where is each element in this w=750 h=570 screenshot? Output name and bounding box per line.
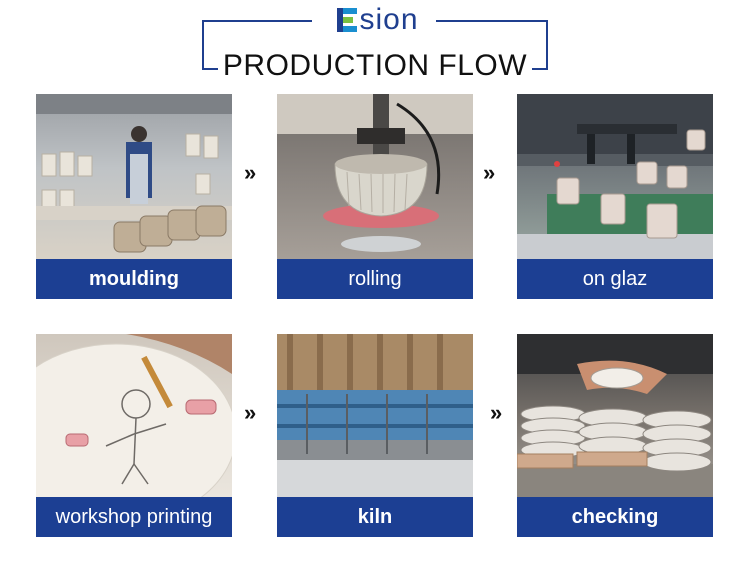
double-chevron-right-icon: » [490,400,502,425]
step-card-workshop-printing: workshop printing [36,334,232,537]
brand: sion [318,2,438,38]
double-chevron-right-icon: » [244,160,256,185]
step-card-moulding: moulding [36,94,232,299]
brand-name: sion [359,3,419,36]
brand-logo-icon [337,8,358,32]
double-chevron-right-icon: » [244,400,256,425]
kiln-photo [277,334,473,497]
step-card-checking: checking [517,334,713,537]
step-label: moulding [36,259,232,299]
step-label: workshop printing [36,497,232,537]
step-card-on-glaz: on glaz [517,94,713,299]
step-label: on glaz [517,259,713,299]
checking-photo [517,334,713,497]
step-card-kiln: kiln [277,334,473,537]
rolling-photo [277,94,473,259]
page-title: PRODUCTION FLOW [222,49,528,82]
step-card-rolling: rolling [277,94,473,299]
workshop-printing-photo [36,334,232,497]
moulding-photo [36,94,232,259]
double-chevron-right-icon: » [483,160,495,185]
step-label: checking [517,497,713,537]
step-label: kiln [277,497,473,537]
header: sion PRODUCTION FLOW [0,0,750,90]
step-label: rolling [277,259,473,299]
on-glaz-photo [517,94,713,259]
